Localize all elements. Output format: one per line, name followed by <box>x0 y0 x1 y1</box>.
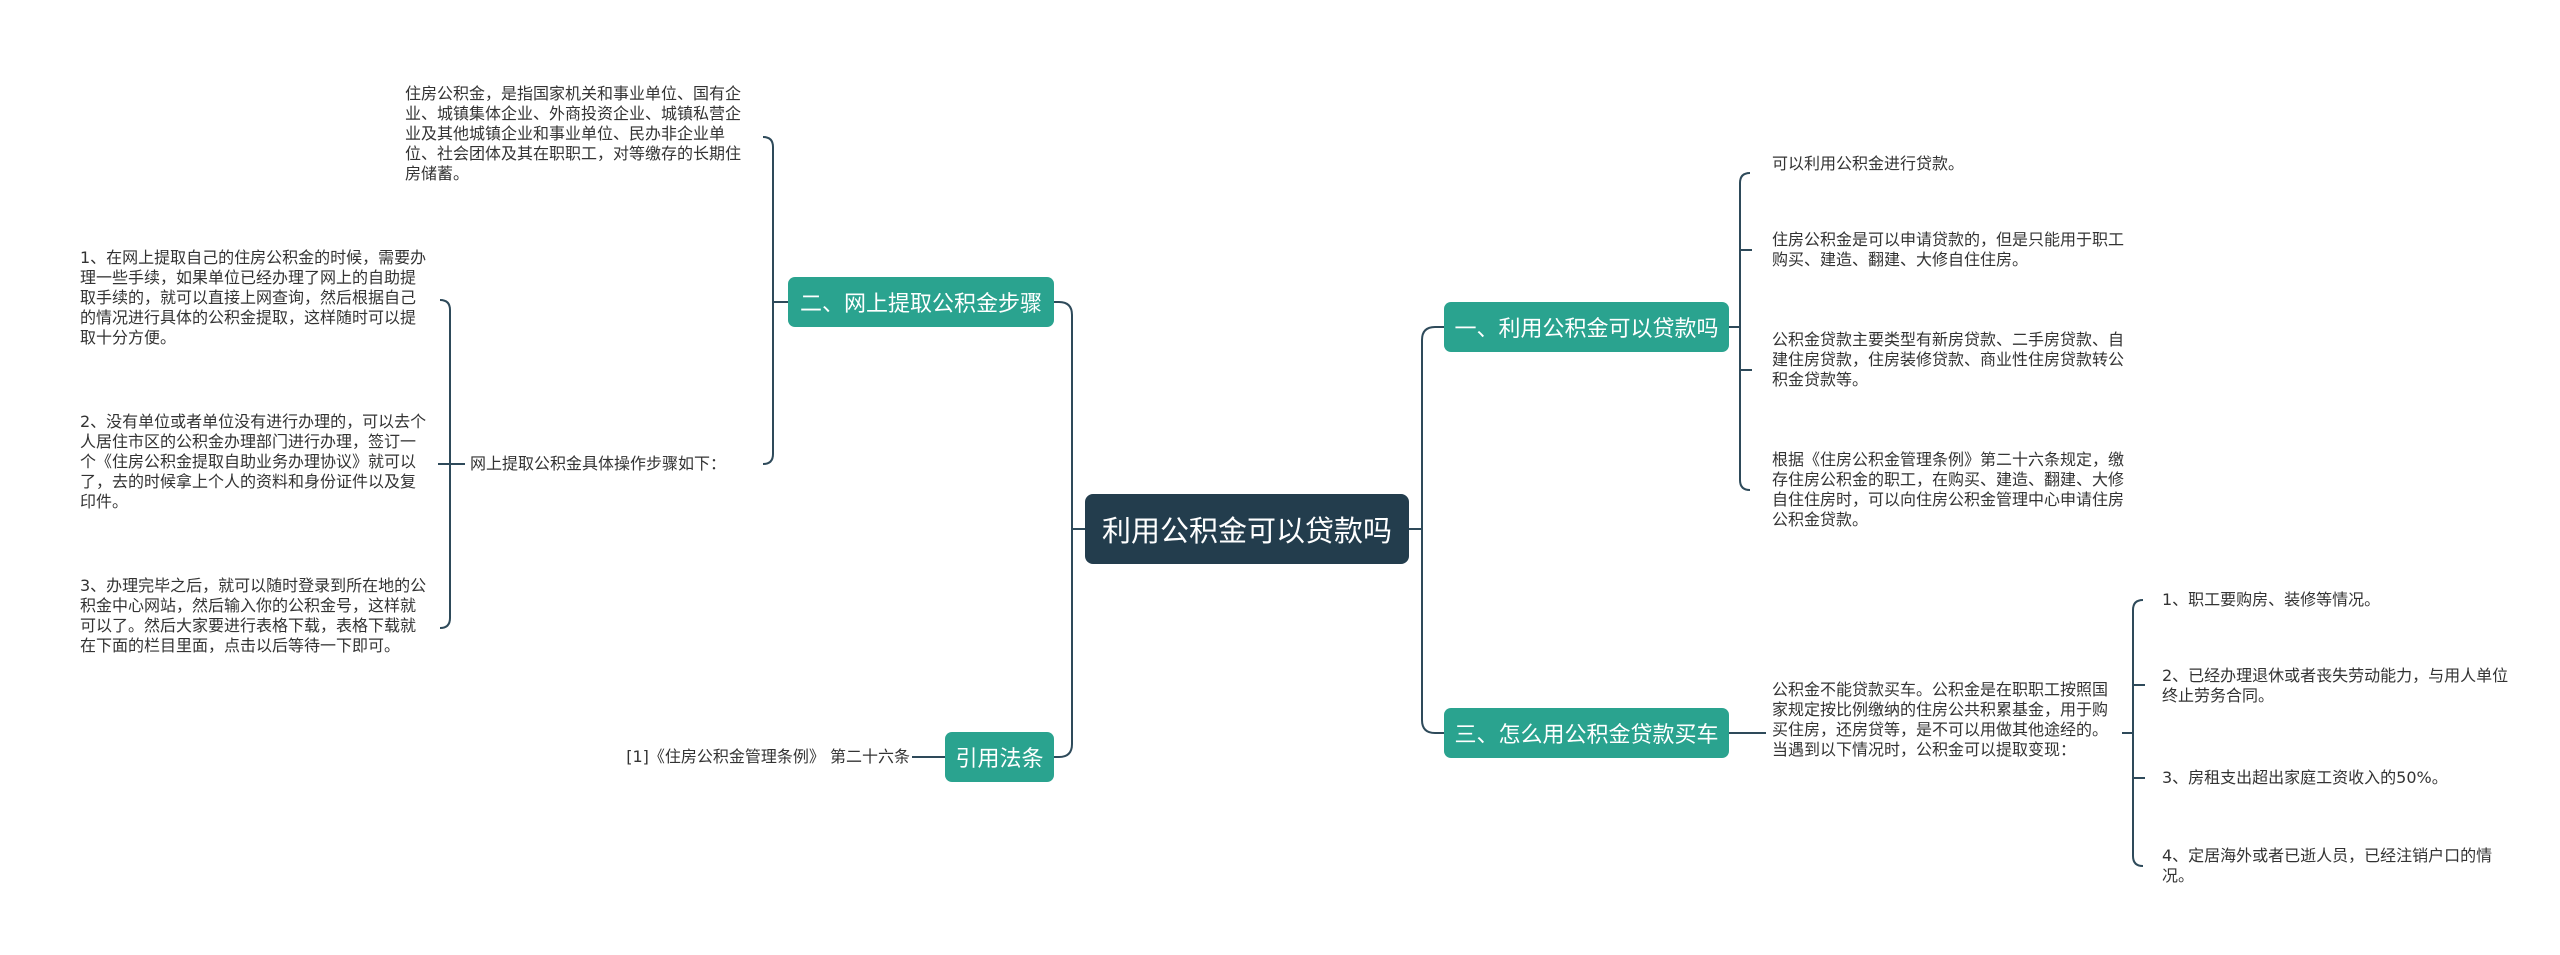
b3-item-1: 1、职工要购房、装修等情况。 <box>2162 590 2381 609</box>
branch-loan-possible[interactable]: 一、利用公积金可以贷款吗 <box>1444 302 1729 352</box>
b4-leaf: [1]《住房公积金管理条例》 第二十六条 <box>626 747 910 766</box>
b1-leaf-1: 可以利用公积金进行贷款。 <box>1772 154 1965 173</box>
branch-car-loan[interactable]: 三、怎么用公积金贷款买车 <box>1444 708 1729 758</box>
b2-intro: 住房公积金，是指国家机关和事业单位、国有企业、城镇集体企业、外商投资企业、城镇私… <box>405 84 742 183</box>
b2-step-1: 1、在网上提取自己的住房公积金的时候，需要办理一些手续，如果单位已经办理了网上的… <box>80 248 427 347</box>
b1-leaf-2: 住房公积金是可以申请贷款的，但是只能用于职工购买、建造、翻建、大修自住住房。 <box>1772 230 2125 269</box>
b2-step-2: 2、没有单位或者单位没有进行办理的，可以去个人居住市区的公积金办理部门进行办理，… <box>80 412 427 511</box>
b1-leaf-4: 根据《住房公积金管理条例》第二十六条规定，缴存住房公积金的职工，在购买、建造、翻… <box>1772 450 2125 529</box>
b2-step-3: 3、办理完毕之后，就可以随时登录到所在地的公积金中心网站，然后输入你的公积金号，… <box>80 576 427 655</box>
b3-item-2: 2、已经办理退休或者丧失劳动能力，与用人单位终止劳务合同。 <box>2162 666 2509 705</box>
b2-sub: 网上提取公积金具体操作步骤如下： <box>470 454 727 473</box>
b1-leaf-3: 公积金贷款主要类型有新房贷款、二手房贷款、自建住房贷款，住房装修贷款、商业性住房… <box>1772 330 2125 389</box>
b3-sub: 公积金不能贷款买车。公积金是在职职工按照国家规定按比例缴纳的住房公共积累基金，用… <box>1772 680 2109 759</box>
branch-legal-reference[interactable]: 引用法条 <box>945 732 1054 782</box>
branch-online-withdraw[interactable]: 二、网上提取公积金步骤 <box>788 277 1054 327</box>
b3-item-3: 3、房租支出超出家庭工资收入的50%。 <box>2162 768 2448 787</box>
b3-item-4: 4、定居海外或者已逝人员，已经注销户口的情况。 <box>2162 846 2493 885</box>
root-topic[interactable]: 利用公积金可以贷款吗 <box>1085 494 1409 564</box>
